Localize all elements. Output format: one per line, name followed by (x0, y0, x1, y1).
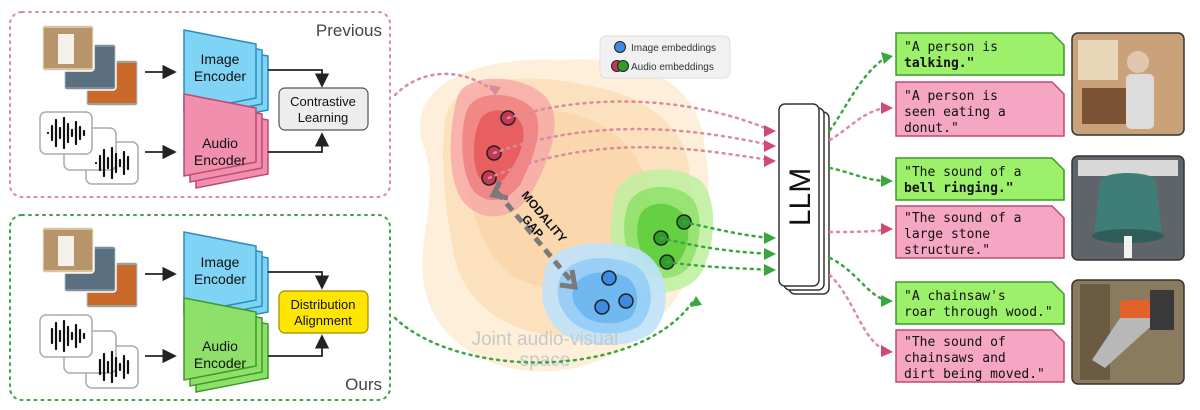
distribution-alignment-box: Distribution Alignment (278, 290, 369, 334)
photo-person-talking (1071, 32, 1185, 136)
audio-cluster-previous (450, 78, 555, 217)
svg-text:Encoder: Encoder (194, 271, 246, 287)
caption-group-2: "The sound of a bell ringing." "The soun… (895, 155, 1185, 261)
arrow (268, 69, 330, 88)
previous-panel-border (9, 11, 391, 198)
image-cluster (542, 242, 666, 345)
svg-text:Contrastive: Contrastive (290, 94, 356, 109)
previous-image-stack (41, 24, 139, 107)
caption-group-1: "A person is talking." "A person is seen… (895, 32, 1185, 137)
svg-text:Audio: Audio (202, 135, 238, 151)
connection-lines (393, 72, 776, 364)
svg-text:seen eating a: seen eating a (904, 105, 1006, 120)
svg-text:talking.": talking." (904, 56, 974, 71)
previous-audio-stack (39, 111, 139, 185)
svg-text:Alignment: Alignment (294, 313, 352, 328)
ours-panel-title: Ours (345, 375, 382, 394)
llm-block: LLM (778, 103, 830, 295)
svg-text:"A person is: "A person is (904, 89, 998, 104)
svg-text:"The sound of a: "The sound of a (904, 165, 1021, 180)
svg-text:"The sound of: "The sound of (904, 335, 1006, 350)
arrow (268, 334, 330, 357)
image-embedding-point (594, 299, 610, 315)
ours-audio-stack (39, 314, 139, 389)
previous-image-encoder: Image Encoder (183, 29, 269, 125)
ours-image-stack (41, 226, 139, 309)
caption-incorrect (895, 205, 1065, 259)
arrow (268, 132, 330, 153)
svg-text:Encoder: Encoder (194, 68, 246, 84)
contrastive-learning-box: Contrastive Learning (278, 87, 369, 131)
caption-incorrect (895, 81, 1065, 137)
svg-text:Image: Image (201, 254, 240, 270)
previous-panel-title: Previous (316, 21, 382, 40)
svg-text:chainsaws and: chainsaws and (904, 351, 1006, 366)
caption-correct (895, 32, 1065, 76)
photo-bell (1071, 155, 1185, 261)
svg-text:Encoder: Encoder (194, 152, 246, 168)
joint-space-label: Joint audio-visual (472, 329, 619, 350)
previous-panel: Previous Image Encoder (9, 11, 391, 198)
svg-text:bell ringing.": bell ringing." (904, 181, 1014, 196)
caption-incorrect (895, 329, 1065, 383)
ours-panel-border (9, 214, 391, 401)
ours-audio-encoder: Audio Encoder (183, 297, 269, 393)
joint-space-label: space (520, 350, 571, 371)
caption-group-3: "A chainsaw's roar through wood." "The s… (895, 279, 1185, 385)
svg-text:large stone: large stone (904, 227, 990, 242)
svg-text:dirt being moved.": dirt being moved." (904, 367, 1045, 382)
image-embedding-point (601, 270, 617, 286)
svg-text:donut.": donut." (904, 121, 959, 136)
svg-text:"A person is: "A person is (904, 40, 998, 55)
svg-text:Audio embeddings: Audio embeddings (631, 62, 714, 73)
audio-embedding-swatch (617, 60, 629, 72)
svg-text:structure.": structure." (904, 243, 990, 258)
previous-audio-encoder: Audio Encoder (183, 93, 269, 189)
svg-text:Image embeddings: Image embeddings (631, 43, 716, 54)
ours-panel: Ours Image Encoder (9, 214, 391, 401)
photo-chainsaw (1071, 279, 1185, 385)
svg-text:Image: Image (201, 51, 240, 67)
caption-correct (895, 157, 1065, 201)
caption-correct (895, 281, 1065, 325)
svg-text:Learning: Learning (298, 110, 349, 125)
llm-label: LLM (784, 168, 817, 226)
llm-output-lines (828, 52, 893, 357)
svg-text:Distribution: Distribution (290, 297, 355, 312)
svg-text:"A chainsaw's: "A chainsaw's (904, 289, 1006, 304)
image-embedding-point (618, 293, 634, 309)
svg-text:"The sound of a: "The sound of a (904, 211, 1021, 226)
arrow (268, 271, 330, 290)
svg-text:Encoder: Encoder (194, 355, 246, 371)
image-embedding-swatch (614, 41, 626, 53)
joint-space: MODALITY GAP Joint audio-visual space (419, 59, 714, 372)
svg-text:roar through wood.": roar through wood." (904, 305, 1053, 320)
svg-text:Audio: Audio (202, 338, 238, 354)
legend: Image embeddings Audio embeddings (599, 35, 731, 79)
